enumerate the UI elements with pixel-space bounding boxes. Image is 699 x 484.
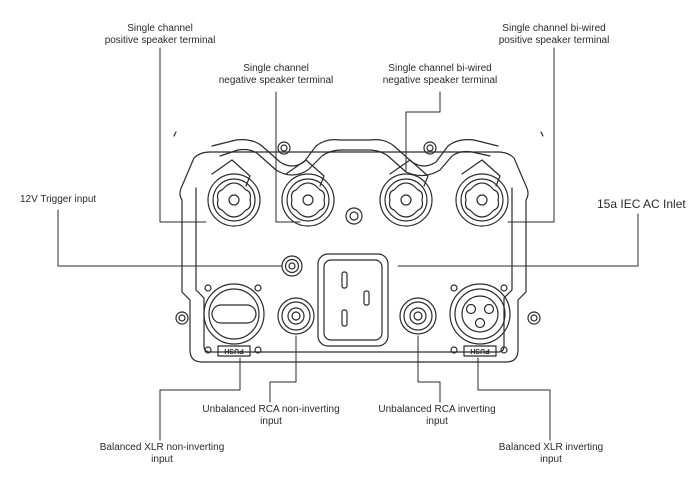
mounting-hole	[175, 141, 541, 354]
panel-outline	[179, 139, 529, 363]
rca-noninverting-jack	[277, 297, 315, 335]
label-iec: 15a IEC AC Inlet	[597, 197, 686, 211]
iec-inlet	[317, 253, 389, 347]
trigger-jack	[281, 255, 303, 277]
push-tab-label: PUSH	[224, 347, 243, 354]
speaker-terminal-single-negative	[281, 159, 335, 227]
xlr-noninverting-connector	[203, 283, 265, 357]
xlr-inverting-connector	[449, 283, 511, 357]
rca-inverting-jack	[399, 297, 437, 335]
speaker-terminal-biwired-negative	[379, 159, 433, 227]
label-trigger: 12V Trigger input	[20, 194, 97, 205]
center-screw	[345, 207, 363, 225]
speaker-terminal-single-positive	[207, 159, 261, 227]
leader-line	[57, 47, 639, 441]
speaker-terminal-biwired-positive	[455, 159, 509, 227]
corner-mark	[173, 131, 544, 137]
push-tab-label: PUSH	[470, 347, 489, 354]
